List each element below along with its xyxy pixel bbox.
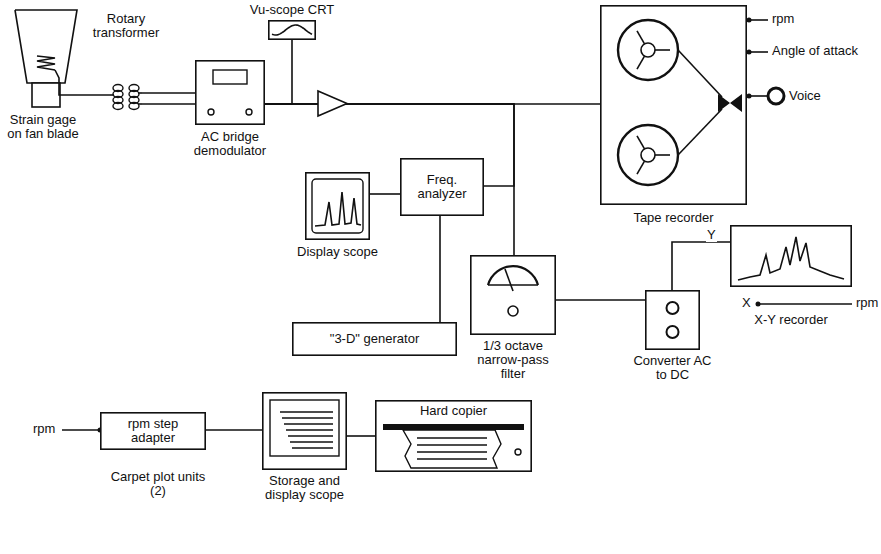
node-outline bbox=[600, 5, 747, 205]
node-label: Rotary transformer bbox=[82, 12, 170, 40]
tape-recorder: Tape recorder bbox=[600, 5, 747, 205]
signal-line bbox=[77, 94, 110, 96]
signal-line bbox=[672, 242, 730, 290]
amplifier-symbol bbox=[318, 91, 347, 116]
rpm-step-input-line bbox=[62, 429, 100, 431]
step-adapter-box: rpm step adapter bbox=[100, 412, 206, 450]
signal-line bbox=[370, 193, 400, 195]
node-outline bbox=[305, 172, 370, 240]
signal-line bbox=[439, 216, 441, 322]
node-outline bbox=[470, 255, 556, 335]
signal-label: Y bbox=[706, 228, 717, 242]
fan-blade: Strain gage on fan blade bbox=[15, 8, 77, 108]
node-label: Strain gage on fan blade bbox=[1, 113, 85, 141]
input-dot bbox=[747, 18, 752, 23]
input-label: X bbox=[741, 296, 752, 310]
group-caption: Carpet plot units (2) bbox=[100, 470, 216, 498]
node-label: Freq. analyzer bbox=[407, 173, 477, 201]
signal-line bbox=[347, 435, 375, 437]
input-dot bbox=[756, 302, 761, 307]
input-dot bbox=[747, 94, 752, 99]
signal-line bbox=[265, 40, 292, 104]
vu-scope-box: Vu-scope CRT bbox=[268, 20, 316, 40]
input-dot bbox=[747, 50, 752, 55]
xy-recorder: X-Y recorder bbox=[730, 225, 852, 287]
node-label: Storage and display scope bbox=[248, 474, 361, 502]
demodulator-box: AC bridge demodulator bbox=[195, 60, 265, 125]
input-label: Angle of attack bbox=[771, 44, 859, 58]
input-label: Voice bbox=[788, 89, 822, 103]
node-label: "3-D" generator bbox=[330, 332, 419, 346]
converter-box: Converter AC to DC bbox=[645, 290, 700, 350]
node-outline bbox=[15, 8, 77, 108]
node-label: Hard copier bbox=[420, 404, 487, 418]
microphone-symbol bbox=[768, 88, 784, 104]
generator-box: "3-D" generator bbox=[292, 322, 457, 356]
node-label: Converter AC to DC bbox=[627, 354, 718, 382]
signal-line bbox=[556, 299, 645, 301]
node-outline bbox=[730, 225, 852, 287]
angle-input-line bbox=[749, 51, 768, 53]
storage-scope: Storage and display scope bbox=[262, 392, 347, 470]
signal-line bbox=[206, 429, 262, 431]
display-scope: Display scope bbox=[305, 172, 370, 240]
node-label: Vu-scope CRT bbox=[238, 3, 346, 17]
signal-line bbox=[265, 104, 514, 255]
filter-box: 1/3 octave narrow-pass filter bbox=[470, 255, 556, 335]
analyzer-box: Freq. analyzer bbox=[400, 158, 484, 216]
node-label: Tape recorder bbox=[600, 211, 747, 225]
hard-copier: Hard copier bbox=[375, 400, 532, 472]
node-outline bbox=[268, 20, 316, 40]
input-label: rpm bbox=[855, 296, 879, 310]
rotary-transformer: Rotary transformer bbox=[110, 82, 142, 112]
signal-line bbox=[142, 92, 195, 94]
node-label: 1/3 octave narrow-pass filter bbox=[464, 339, 562, 381]
node-outline bbox=[262, 392, 347, 470]
x-input-line bbox=[758, 303, 852, 305]
node-outline bbox=[110, 82, 142, 112]
input-label: rpm bbox=[771, 12, 795, 26]
node-label: X-Y recorder bbox=[730, 313, 852, 327]
voice-input-line bbox=[749, 95, 768, 97]
node-label: rpm step adapter bbox=[107, 417, 199, 445]
node-label: AC bridge demodulator bbox=[183, 130, 277, 158]
rpm-input-line bbox=[749, 19, 768, 21]
input-label: rpm bbox=[32, 422, 56, 436]
transformer-wire bbox=[142, 103, 195, 105]
node-outline bbox=[645, 290, 700, 350]
node-outline bbox=[195, 60, 265, 125]
node-label: Display scope bbox=[295, 245, 380, 259]
